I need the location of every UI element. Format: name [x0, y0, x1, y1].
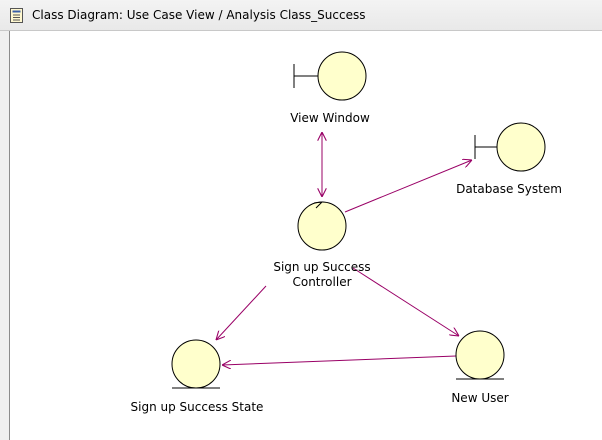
title-bar[interactable]: Class Diagram: Use Case View / Analysis …	[0, 0, 602, 31]
label-signup-controller-line2: Controller	[292, 275, 352, 289]
association-controller-newuser[interactable]	[352, 267, 459, 336]
label-new-user: New User	[451, 391, 509, 405]
left-border	[9, 31, 10, 440]
association-controller-database[interactable]	[344, 160, 472, 213]
boundary-class-database-system[interactable]	[474, 122, 546, 172]
left-gutter	[0, 31, 9, 440]
control-class-signup-controller[interactable]	[297, 201, 347, 251]
association-newuser-state[interactable]	[222, 355, 457, 365]
entity-class-new-user[interactable]	[455, 330, 505, 380]
label-view-window: View Window	[290, 111, 370, 125]
association-controller-state[interactable]	[216, 285, 267, 340]
label-database-system: Database System	[456, 182, 562, 196]
boundary-class-view-window[interactable]	[293, 51, 367, 101]
label-signup-controller-line1: Sign up Success	[273, 260, 371, 274]
window-title: Class Diagram: Use Case View / Analysis …	[32, 8, 366, 22]
label-signup-state: Sign up Success State	[130, 400, 264, 414]
entity-class-signup-state[interactable]	[171, 339, 221, 389]
diagram-icon	[10, 8, 23, 23]
